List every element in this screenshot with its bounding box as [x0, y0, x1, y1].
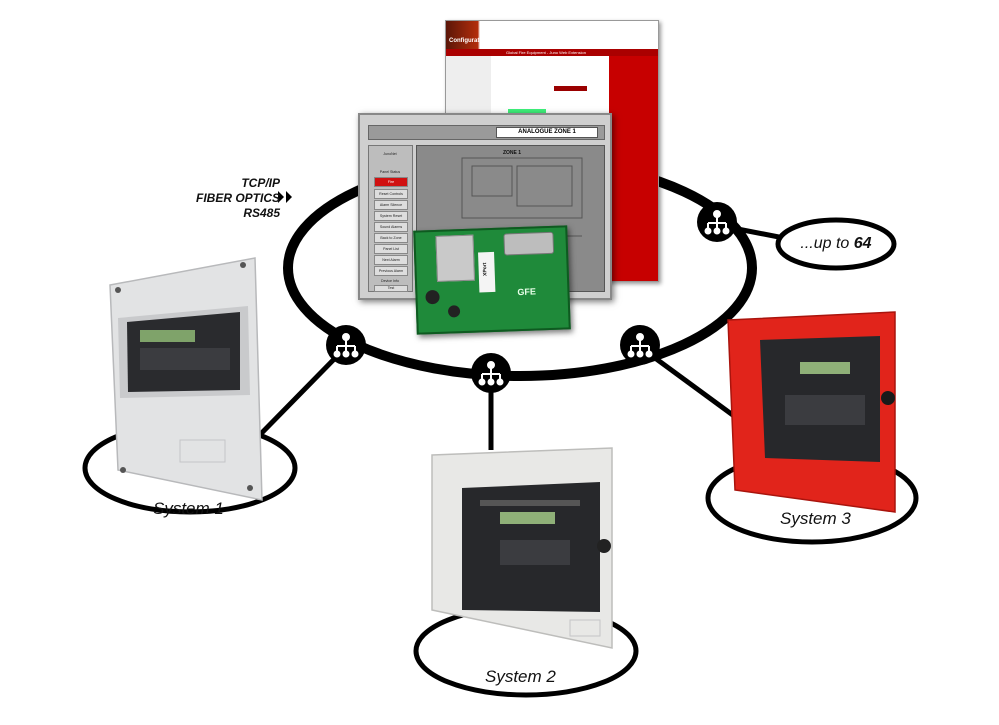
configurator-header: Configurator: [446, 21, 658, 49]
configurator-title: Global Fire Equipment - Juno Web Extensi…: [506, 50, 586, 55]
hmi-menu-back-to-zone[interactable]: Back to Zone: [374, 233, 408, 243]
upto-number: 64: [853, 235, 872, 252]
network-hub-icon: [333, 333, 359, 358]
hmi-menu-reset-controls[interactable]: Reset Controls: [374, 189, 408, 199]
system-2-label: System 2: [485, 667, 556, 686]
hmi-panel-status: Panel Status: [379, 170, 401, 174]
network-node-4: [697, 202, 737, 242]
capacitor: [425, 289, 440, 305]
network-node-3: [620, 325, 660, 365]
system-1-panel: [109, 257, 263, 501]
link-system-1: [243, 345, 348, 452]
system-1-label: System 1: [153, 499, 224, 518]
configurator-title-bar: Global Fire Equipment - Juno Web Extensi…: [446, 49, 658, 56]
protocol-fiber: FIBER OPTICS: [196, 191, 281, 205]
system-3-panel: [727, 311, 896, 513]
double-chevron-icon: [278, 191, 292, 203]
system-2-panel: [431, 447, 613, 649]
system-3-label: System 3: [780, 509, 851, 528]
network-hub-icon: [627, 333, 653, 358]
board-brand: XPort: [482, 262, 489, 277]
protocol-list: TCP/IP FIBER OPTICS RS485: [196, 176, 280, 221]
ethernet-jack: [435, 234, 476, 282]
hmi-menu-alarm-silence[interactable]: Alarm Silence: [374, 200, 408, 210]
network-node-1: [326, 325, 366, 365]
hmi-menu-next-alarm[interactable]: Next Alarm: [374, 255, 408, 265]
hmi-zone-label: ZONE 1: [502, 150, 522, 156]
hmi-menu-previous-alarm[interactable]: Previous Alarm: [374, 266, 408, 276]
hmi-menu-system-reset[interactable]: System Reset: [374, 211, 408, 221]
hmi-menu-panel-list[interactable]: Panel List: [374, 244, 408, 254]
network-hub-icon: [478, 361, 504, 386]
serial-port: [503, 231, 555, 256]
more-systems-bubble: [775, 217, 897, 271]
hmi-status-indicator: Fire: [374, 177, 408, 187]
hmi-menu-sound-alarms[interactable]: Sound Alarms: [374, 222, 408, 232]
upto-prefix: ...up to: [800, 235, 854, 252]
more-systems-label: ...up to 64: [784, 222, 888, 266]
configurator-action-button[interactable]: [554, 86, 587, 91]
network-hub-icon: [704, 210, 730, 235]
board-label: GFE: [517, 286, 537, 298]
configurator-red-panel: [609, 56, 658, 281]
protocol-tcpip: TCP/IP: [241, 176, 281, 190]
hmi-menu-device-info[interactable]: Device Info: [381, 279, 399, 283]
hmi-panel-name: JunoNet: [383, 152, 397, 156]
xport-circuit-board: XPort GFE: [413, 225, 571, 335]
hmi-title: ANALOGUE ZONE 1: [496, 127, 598, 138]
hmi-sidebar: JunoNet Panel Status Fire Reset Controls…: [368, 145, 413, 292]
protocol-rs485: RS485: [243, 206, 281, 220]
capacitor-small: [447, 305, 461, 318]
configurator-logo: Configurator: [449, 38, 486, 44]
hmi-menu-test[interactable]: Test: [374, 285, 408, 292]
network-node-2: [471, 353, 511, 393]
